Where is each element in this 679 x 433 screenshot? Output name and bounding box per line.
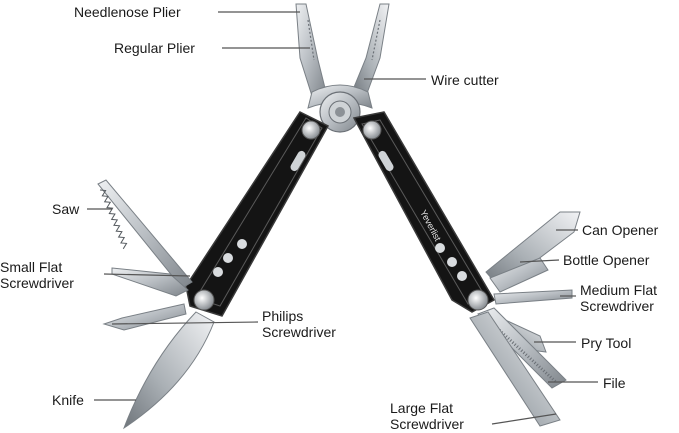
label-can-opener: Can Opener [582, 222, 658, 238]
label-text: Screwdriver [390, 416, 464, 432]
saw-blade [97, 179, 193, 289]
label-text: Philips [262, 308, 304, 324]
label-wire-cutter: Wire cutter [431, 72, 499, 88]
philips-screwdriver-bit [102, 303, 187, 331]
right-handle: Yeverlist [352, 111, 496, 313]
label-needlenose-plier: Needlenose Plier [74, 4, 181, 20]
label-text: Knife [52, 392, 84, 408]
label-text: File [603, 375, 626, 391]
medium-flat-screwdriver [493, 289, 573, 305]
label-text: Small Flat [0, 259, 63, 275]
label-text: Regular Plier [114, 40, 195, 56]
leader-lines [87, 11, 598, 425]
label-regular-plier: Regular Plier [114, 40, 195, 56]
label-text: Pry Tool [581, 335, 632, 351]
label-small-flat-screwdriver: Small Flat Screwdriver [0, 259, 74, 291]
label-pry-tool: Pry Tool [581, 335, 631, 351]
label-text: Saw [52, 201, 80, 217]
label-text: Can Opener [582, 222, 659, 238]
label-saw: Saw [52, 201, 79, 217]
label-text: Bottle Opener [563, 252, 650, 268]
label-file: File [603, 375, 626, 391]
left-handle [185, 111, 330, 317]
label-text: Medium Flat [580, 282, 658, 298]
bottle-opener [489, 257, 549, 293]
label-text: Wire cutter [431, 72, 499, 88]
label-knife: Knife [52, 392, 84, 408]
label-text: Large Flat [390, 400, 454, 416]
label-philips-screwdriver: Philips Screwdriver [262, 308, 336, 340]
large-flat-screwdriver [469, 311, 561, 427]
label-text: Screwdriver [0, 275, 74, 291]
knife-blade [122, 311, 215, 430]
label-text: Screwdriver [262, 324, 336, 340]
pivot-joint [319, 91, 361, 133]
label-text: Screwdriver [580, 298, 654, 314]
label-large-flat-screwdriver: Large Flat Screwdriver [390, 400, 464, 432]
label-medium-flat-screwdriver: Medium Flat Screwdriver [580, 282, 657, 314]
label-bottle-opener: Bottle Opener [563, 252, 649, 268]
label-text: Needlenose Plier [74, 4, 181, 20]
